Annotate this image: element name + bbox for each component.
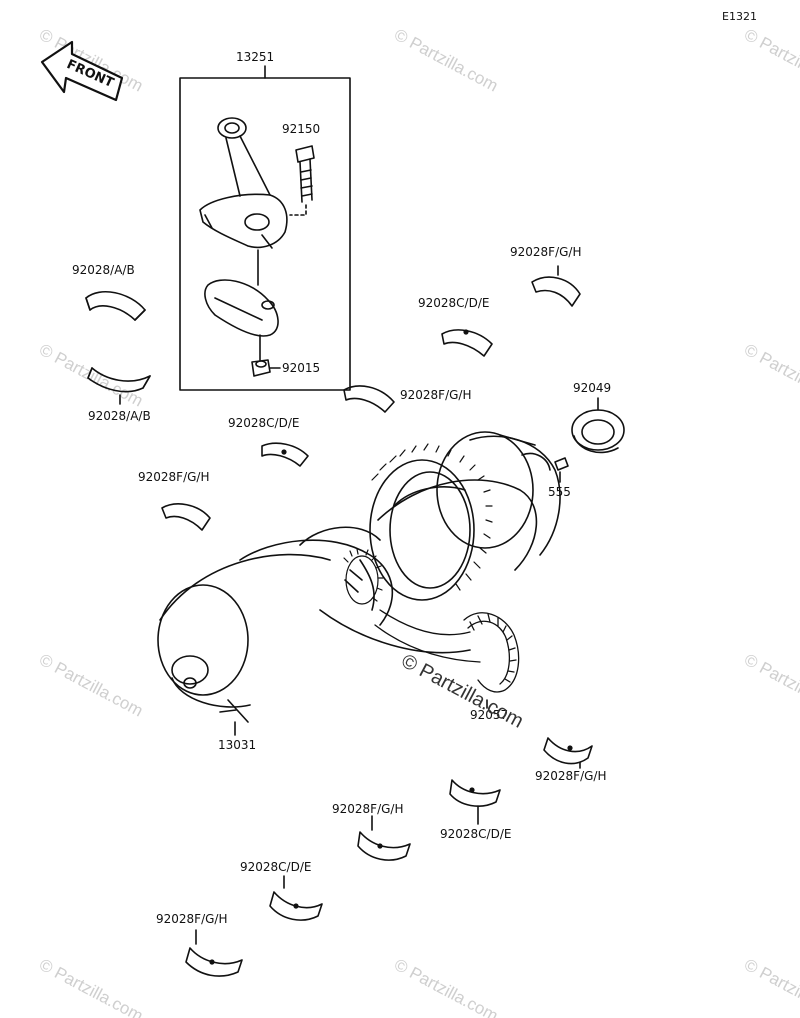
part-label-555[interactable]: 555 xyxy=(548,485,571,499)
part-label-92028-cde[interactable]: 92028C/D/E xyxy=(440,827,512,841)
part-label-92049[interactable]: 92049 xyxy=(573,381,612,395)
part-label-92028-cde[interactable]: 92028C/D/E xyxy=(418,296,490,310)
bearing-shell-icon xyxy=(261,442,309,467)
con-rod-box xyxy=(179,77,351,391)
bearing-shell-icon xyxy=(543,737,593,765)
part-label-92028-cde[interactable]: 92028C/D/E xyxy=(240,860,312,874)
part-label-92028-ab[interactable]: 92028/A/B xyxy=(72,263,135,277)
part-label-92028-fgh[interactable]: 92028F/G/H xyxy=(510,245,582,259)
bearing-shell-icon xyxy=(161,503,211,531)
connecting-rod-icon xyxy=(199,117,288,249)
sprocket-icon xyxy=(343,548,384,605)
leader-line xyxy=(289,204,307,216)
front-arrow-icon xyxy=(40,40,124,102)
part-label-13251[interactable]: 13251 xyxy=(236,50,275,64)
bearing-shell-icon xyxy=(343,385,395,413)
bearing-shell-icon xyxy=(87,367,151,393)
part-label-92028-fgh[interactable]: 92028F/G/H xyxy=(138,470,210,484)
part-label-92028-fgh[interactable]: 92028F/G/H xyxy=(535,769,607,783)
pin-icon xyxy=(554,457,569,471)
bearing-shell-icon xyxy=(269,891,323,921)
rod-cap-icon xyxy=(204,279,279,337)
crankshaft-icon xyxy=(157,431,561,723)
part-label-92028-fgh[interactable]: 92028F/G/H xyxy=(156,912,228,926)
part-label-92057[interactable]: 92057 xyxy=(470,708,509,722)
rod-nut-icon xyxy=(251,359,271,377)
part-label-13031[interactable]: 13031 xyxy=(218,738,257,752)
part-label-92150[interactable]: 92150 xyxy=(282,122,321,136)
oil-seal-icon xyxy=(571,409,625,454)
bearing-shell-icon xyxy=(85,290,146,321)
bearing-shell-icon xyxy=(531,276,581,307)
chain-icon xyxy=(374,609,520,693)
rod-bolt-icon xyxy=(295,145,315,203)
diagram-code: E1321 xyxy=(722,10,757,23)
bearing-shell-icon xyxy=(441,329,493,357)
part-label-92015[interactable]: 92015 xyxy=(282,361,321,375)
bearing-shell-icon xyxy=(185,947,243,977)
part-label-92028-fgh[interactable]: 92028F/G/H xyxy=(332,802,404,816)
bearing-shell-icon xyxy=(357,831,411,861)
crank-gear-icon xyxy=(371,443,493,591)
part-label-92028-fgh[interactable]: 92028F/G/H xyxy=(400,388,472,402)
bearing-shell-icon xyxy=(449,779,501,807)
part-label-92028-cde[interactable]: 92028C/D/E xyxy=(228,416,300,430)
part-label-92028-ab[interactable]: 92028/A/B xyxy=(88,409,151,423)
